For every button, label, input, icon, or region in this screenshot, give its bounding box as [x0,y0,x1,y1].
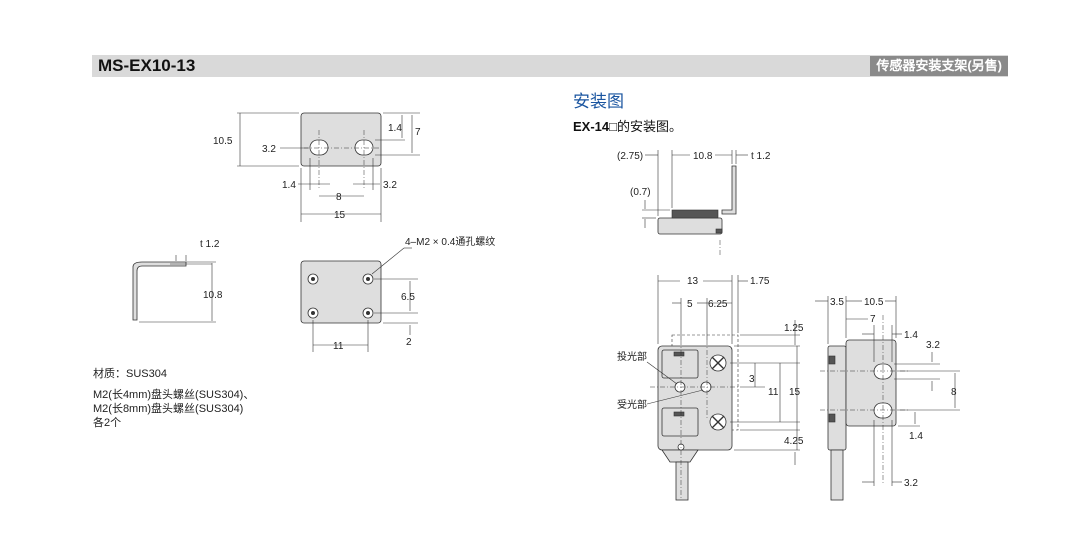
bracket-side-view: t 1.2 10.8 [132,239,223,323]
dim-mount-rear-14a: 1.4 [904,330,918,341]
screw-note-1: M2(长4mm)盘头螺丝(SUS304)、 [93,389,255,401]
bracket-leg-side [671,209,719,219]
model-title: MS-EX10-13 [98,56,196,75]
dim-mount-side-07: (0.7) [630,187,651,198]
bracket-bottom-view: 4–M2 × 0.4通孔螺纹 6.5 2 11 [300,235,495,352]
bracket-plate-base [300,260,382,324]
mounting-front-view: 13 1.75 5 6.25 1.25 3 11 15 4.25 投光部 受光部 [617,275,804,501]
callout-tapped-holes: 4–M2 × 0.4通孔螺纹 [405,235,495,248]
dim-mount-rear-32b: 3.2 [904,478,918,489]
dim-mount-front-625: 6.25 [708,299,728,310]
label-emitter: 投光部 [617,350,647,363]
bracket-upright-side [721,165,737,215]
dim-mount-side-108: 10.8 [693,151,713,162]
dim-mount-rear-32a: 3.2 [926,340,940,351]
dim-front-pitch: 8 [336,192,342,203]
dim-side-thickness: t 1.2 [200,239,220,250]
dim-mount-front-175: 1.75 [750,276,770,287]
dim-front-width: 15 [334,210,346,221]
dim-mount-side-t12: t 1.2 [751,151,771,162]
subtitle-suffix: 的安装图。 [617,119,683,134]
material-notes: 材质：SUS304 M2(长4mm)盘头螺丝(SUS304)、 M2(长8mm)… [93,367,254,430]
dim-mount-front-425: 4.25 [784,436,804,447]
mounting-side-view: (2.75) 10.8 t 1.2 (0.7) [617,150,771,257]
mounting-subtitle: EX-14□的安装图。 [573,116,682,135]
sensor-cable-rear [830,449,844,501]
sensor-body-side [657,217,723,235]
mounting-rear-view: 3.5 10.5 7 1.4 3.2 8 1.4 3.2 [815,296,960,501]
label-receiver: 受光部 [617,398,647,411]
dim-front-left: 1.4 [282,180,296,191]
dim-mount-rear-14b: 1.4 [909,431,923,442]
category-tag: 传感器安装支架(另售) [870,56,1008,76]
mounting-section-title: 安装图 [573,92,624,111]
header-bar: MS-EX10-13 传感器安装支架(另售) [92,55,1008,77]
material-note: 材质：SUS304 [93,368,167,380]
dim-front-right: 3.2 [383,180,397,191]
dim-mount-rear-8: 8 [951,387,957,398]
bracket-plate-front [300,112,382,167]
dim-mount-side-275: (2.75) [617,151,643,162]
dim-mount-front-13: 13 [687,276,699,287]
dim-mount-front-5: 5 [687,299,693,310]
dim-side-height: 10.8 [203,290,223,301]
dim-mount-front-15: 15 [789,387,801,398]
dim-mount-rear-35: 3.5 [830,297,844,308]
model-ref: EX-14 [573,119,610,134]
model-ref-box: □ [609,119,617,134]
dim-front-top: 1.4 [388,123,402,134]
dim-mount-rear-7: 7 [870,314,876,325]
dim-mount-rear-105: 10.5 [864,297,884,308]
dim-mount-front-125: 1.25 [784,323,804,334]
screw-note-2: M2(长8mm)盘头螺丝(SUS304) [93,403,244,415]
dim-bottom-vpitch: 6.5 [401,292,415,303]
sensor-cable-front [675,461,689,501]
dim-mount-front-3: 3 [749,374,755,385]
bracket-front-view: 10.5 3.2 1.4 7 1.4 3.2 8 15 [213,112,421,222]
dim-front-slot: 3.2 [262,144,276,155]
dim-bottom-2: 2 [406,337,412,348]
dim-mount-front-11: 11 [768,387,779,398]
dim-front-7: 7 [415,127,421,138]
dim-front-height: 10.5 [213,136,233,147]
quantity-note: 各2个 [93,417,122,429]
bracket-l-profile [132,261,187,321]
dim-bottom-hpitch: 11 [333,341,344,352]
